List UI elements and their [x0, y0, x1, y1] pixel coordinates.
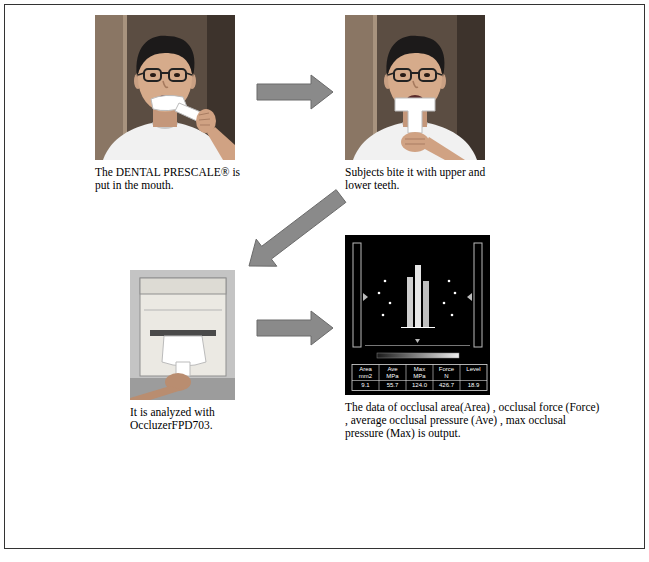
photo-analyzer [130, 270, 235, 400]
analysis-screen-part-part [443, 302, 446, 305]
table-cell: Ave [379, 366, 406, 373]
photo-bite-part [345, 15, 485, 160]
table-cell: 124.0 [406, 382, 433, 389]
table-cell: Area [352, 366, 379, 373]
step-caption: It is analyzed with OccluzerFPD703. [130, 406, 245, 432]
photo-analyzer-part [140, 278, 226, 376]
step-panel: The DENTAL PRESCALE® is put in the mouth… [95, 15, 245, 192]
table-cell: Force [433, 366, 460, 373]
table-cell: Max [406, 366, 433, 373]
step-caption: The DENTAL PRESCALE® is put in the mouth… [95, 166, 245, 192]
analysis-screen [345, 235, 490, 395]
analysis-screen-part [353, 243, 361, 347]
analysis-screen-part [406, 365, 407, 391]
step-panel: Subjects bite it with upper and lower te… [345, 15, 495, 192]
table-cell: 426.7 [433, 382, 460, 389]
step-caption: Subjects bite it with upper and lower te… [345, 166, 495, 192]
photo-analyzer-part [150, 330, 216, 336]
analysis-screen-part [401, 327, 435, 328]
photo-bite [345, 15, 485, 160]
photo-insert-part [199, 113, 210, 125]
analysis-screen-part [415, 265, 421, 327]
table-cell: Level [460, 366, 487, 373]
table-cell: 55.7 [379, 382, 406, 389]
analysis-screen-part-part [389, 302, 392, 305]
table-cell: 9.1 [352, 382, 379, 389]
photo-analyzer-part [130, 386, 182, 400]
analysis-screen-part [474, 243, 482, 347]
analysis-screen-part [423, 281, 429, 327]
photo-bite-part [405, 139, 425, 144]
table-cell: 18.9 [460, 382, 487, 389]
photo-analyzer-part [140, 278, 226, 294]
analysis-screen-part-part [378, 292, 381, 295]
frame-border [5, 5, 645, 549]
table-cell: N [433, 373, 460, 380]
analysis-screen-part-part [384, 280, 387, 283]
photo-bite-part [401, 132, 429, 152]
table-cell: MPa [406, 373, 433, 380]
analysis-screen-part [352, 365, 487, 391]
analysis-screen-part [345, 235, 490, 395]
analysis-screen-part [379, 365, 380, 391]
analysis-screen-part-part [451, 314, 454, 317]
analysis-screen-part [365, 345, 470, 346]
analysis-screen-part [377, 353, 459, 358]
step-caption: The data of occlusal area(Area) , occlus… [345, 401, 603, 440]
flow-arrow [249, 190, 346, 267]
flow-arrow [257, 311, 333, 345]
analysis-screen-part-part [382, 314, 385, 317]
analysis-screen-part [407, 277, 413, 327]
photo-insert [95, 15, 235, 160]
step-panel: The data of occlusal area(Area) , occlus… [345, 235, 603, 440]
analysis-screen-part [378, 280, 457, 317]
flow-arrow [257, 75, 333, 109]
step-panel: It is analyzed with OccluzerFPD703. [130, 270, 245, 432]
photo-insert-part [95, 15, 235, 160]
photo-bite-part [395, 98, 435, 133]
photo-analyzer-part [144, 310, 222, 311]
analysis-screen-part-part [448, 280, 451, 283]
photo-analyzer-part [130, 270, 235, 400]
analysis-screen-part [352, 380, 487, 381]
table-cell: mm2 [352, 373, 379, 380]
analysis-screen-part [415, 339, 420, 343]
analysis-screen-part [433, 365, 434, 391]
photo-bite-part [423, 137, 465, 160]
photo-insert-part [207, 127, 235, 160]
table-cell: MPa [379, 373, 406, 380]
analysis-screen-part-part [454, 292, 457, 295]
analysis-screen-part [460, 365, 461, 391]
